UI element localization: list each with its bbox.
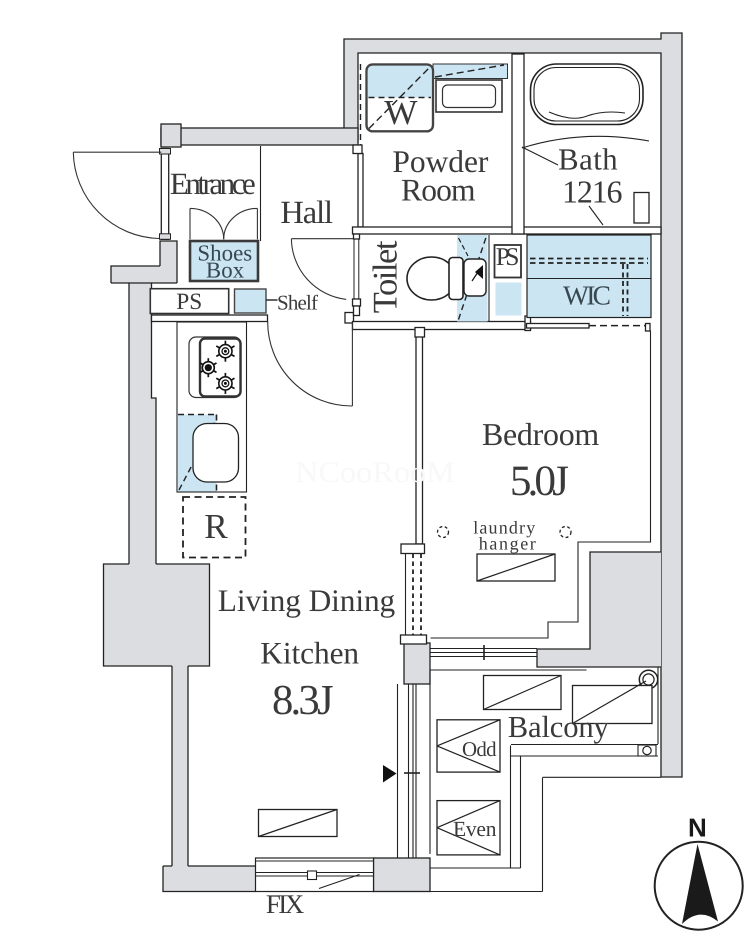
svg-text:5.0J: 5.0J <box>510 457 569 505</box>
svg-text:Box: Box <box>206 258 245 283</box>
svg-text:Bath: Bath <box>558 143 618 177</box>
svg-text:PS: PS <box>496 242 520 271</box>
svg-text:Entrance: Entrance <box>170 166 256 201</box>
svg-text:Living Dining: Living Dining <box>218 583 396 618</box>
svg-text:FIX: FIX <box>266 889 304 919</box>
svg-text:PS: PS <box>176 289 202 315</box>
svg-text:Powder: Powder <box>392 144 489 179</box>
svg-text:8.3J: 8.3J <box>272 677 334 724</box>
svg-text:Bedroom: Bedroom <box>482 417 599 452</box>
svg-text:N: N <box>688 813 707 843</box>
svg-text:Balcony: Balcony <box>508 710 610 744</box>
svg-text:hanger: hanger <box>479 533 536 553</box>
svg-text:1216: 1216 <box>562 174 623 210</box>
svg-text:R: R <box>204 507 228 546</box>
svg-text:laundry: laundry <box>473 518 535 538</box>
svg-text:Shoes: Shoes <box>197 241 252 266</box>
svg-text:Even: Even <box>453 817 497 841</box>
svg-text:Kitchen: Kitchen <box>260 636 359 671</box>
svg-text:Shelf: Shelf <box>277 291 318 315</box>
svg-text:WIC: WIC <box>563 280 611 311</box>
svg-text:Room: Room <box>401 173 476 208</box>
svg-text:Hall: Hall <box>280 195 333 231</box>
svg-text:W: W <box>384 93 418 132</box>
svg-text:NCooRooM: NCooRooM <box>295 456 455 489</box>
svg-text:Toilet: Toilet <box>367 240 405 313</box>
svg-text:Odd: Odd <box>462 737 497 761</box>
